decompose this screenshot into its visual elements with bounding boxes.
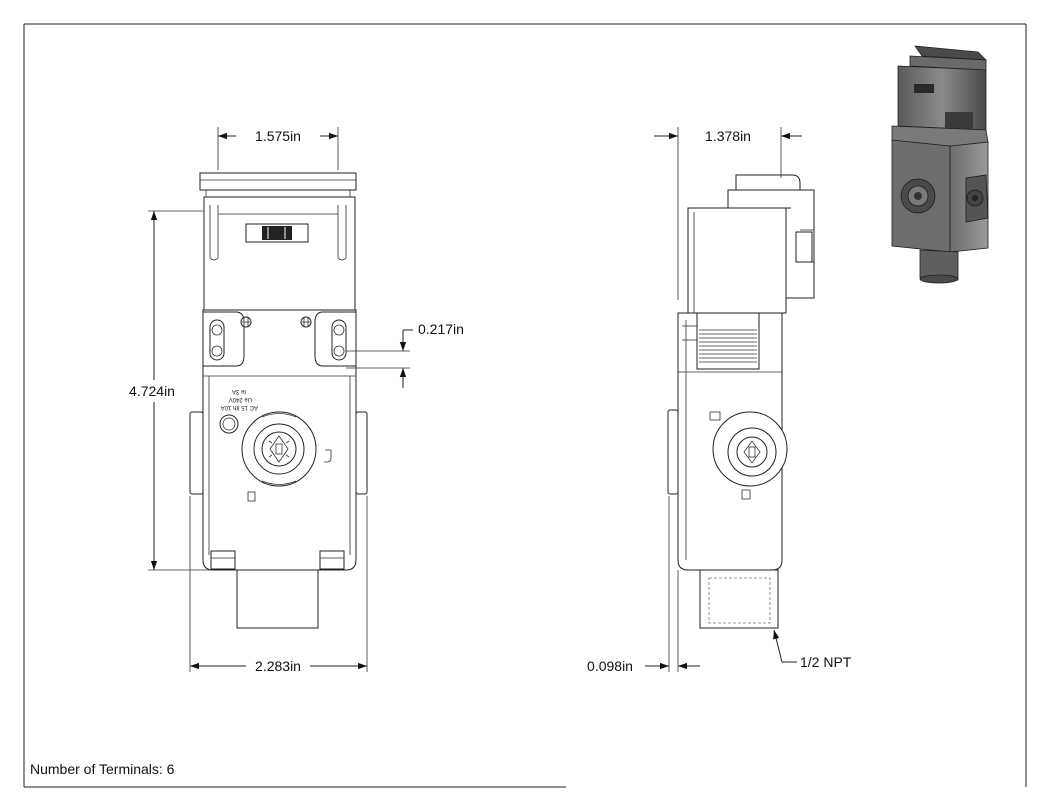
actuator-slot-cutout: [262, 226, 292, 240]
sheet-border: [23, 23, 1027, 788]
front-dimensions: 1.575in 4.724in 0.217in 2.283in: [129, 127, 464, 674]
lock-symbol-icon: [709, 411, 721, 421]
side-dimensions: 1.378in 0.098in 1/2 NPT: [587, 127, 852, 674]
actuator-tongue-side: [735, 174, 801, 191]
svg-text:AC 15 Ith 10A: AC 15 Ith 10A: [221, 404, 258, 410]
key-lock-side-icon: [712, 411, 788, 487]
dim-front-width-bottom: 2.283in: [255, 658, 301, 674]
unlock-symbol-icon: [741, 489, 751, 500]
dim-front-width-top: 1.575in: [255, 128, 301, 144]
key-lock-icon: [241, 411, 317, 487]
side-boss-side: [667, 409, 679, 495]
terminals-note: Number of Terminals: 6: [30, 761, 175, 777]
actuator-tongue: [199, 172, 357, 191]
side-view: [667, 174, 815, 629]
dim-side-offset-bottom: 0.098in: [587, 658, 633, 674]
front-view: AC 15 Ith 10A Ue 240V Ie 3A: [189, 172, 368, 629]
foot-right: [319, 550, 345, 570]
ribbed-grip: [696, 312, 760, 370]
svg-text:Ie 3A: Ie 3A: [232, 388, 246, 394]
isometric-view: [891, 45, 989, 284]
dim-side-depth-top: 1.378in: [705, 128, 751, 144]
svg-text:Ue 240V: Ue 240V: [229, 396, 252, 402]
lock-symbol-icon: [247, 491, 256, 502]
unlock-symbol-icon: [324, 449, 332, 463]
side-boss-left: [189, 411, 204, 495]
latch-side: [795, 231, 813, 263]
dim-front-height: 4.724in: [129, 383, 175, 399]
rating-label: AC 15 Ith 10A Ue 240V Ie 3A: [221, 388, 258, 410]
switch-head-side: [687, 207, 787, 314]
thread-hidden-lines: [708, 577, 771, 624]
mounting-slot-left: [209, 319, 225, 361]
conduit-fitting: [236, 569, 319, 629]
dim-slot-height: 0.217in: [418, 321, 464, 337]
mounting-slot-right: [331, 319, 347, 361]
foot-left: [210, 550, 236, 570]
callout-conduit-thread: 1/2 NPT: [800, 654, 852, 670]
side-boss-right: [355, 411, 368, 495]
conduit-fitting-side: [699, 569, 779, 629]
